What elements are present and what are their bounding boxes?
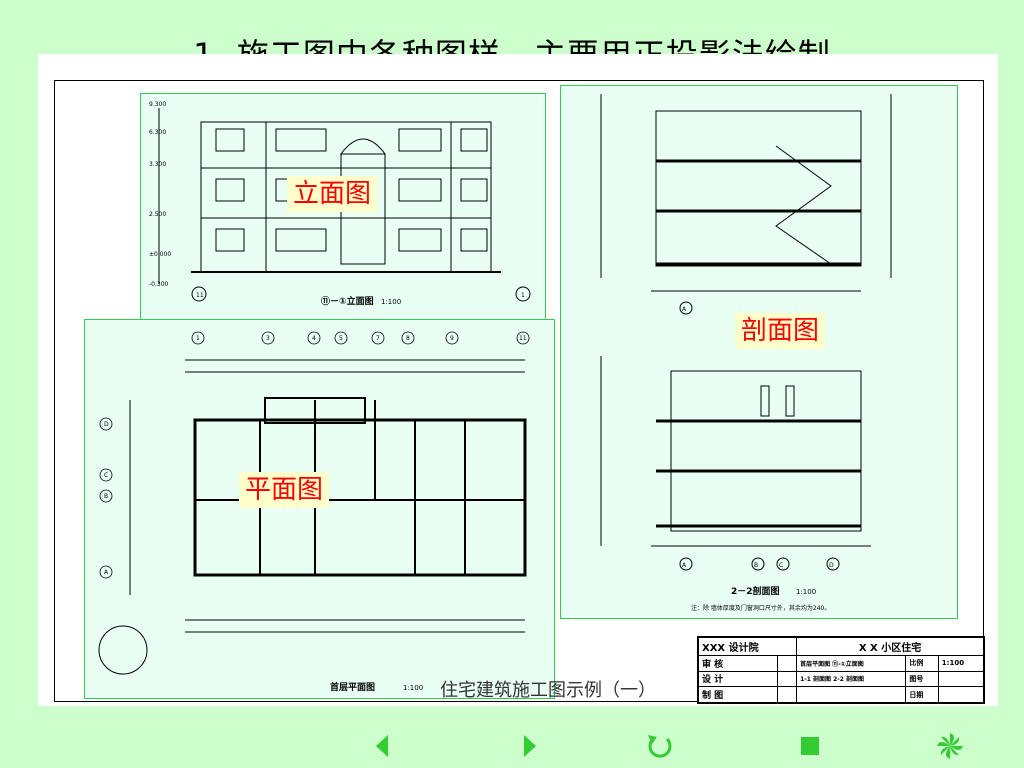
section2-axis-d: D [829, 562, 834, 569]
home-button[interactable] [930, 730, 970, 762]
section-scale: 1:100 [796, 588, 816, 596]
tb-r2-c2: 1-1 剖面图 2-2 剖面图 [796, 670, 907, 688]
previous-icon [376, 735, 388, 757]
tb-r3-c1: 制 图 [698, 686, 778, 703]
elevation-axis-right: 1 [521, 292, 525, 299]
elevation-label: 立面图 [287, 176, 378, 212]
section-label: 剖面图 [735, 313, 826, 349]
elevation-mark-2: 6.300 [149, 129, 166, 136]
tb-r3-c4 [937, 686, 985, 703]
plan-scale: 1:100 [403, 684, 423, 692]
section2-axis-c: C [779, 562, 783, 569]
elevation-mark-4: 2.500 [149, 211, 166, 218]
plan-axis-1: 1 [196, 335, 200, 342]
elevation-mark-1: 9.300 [149, 101, 166, 108]
tb-r3-c3: 日期 [905, 686, 939, 703]
plan-label: 平面图 [239, 472, 330, 508]
replay-button[interactable] [640, 730, 680, 762]
next-button[interactable] [510, 730, 550, 762]
plan-axis-8: 8 [406, 335, 410, 342]
tb-project: X X 小区住宅 [796, 637, 984, 656]
elevation-title: ⑪－①立面图 [321, 295, 374, 307]
elevation-axis-left: 11 [196, 292, 204, 299]
elevation-mark-5: ±0.000 [149, 251, 171, 258]
tb-r2-c1: 设 计 [698, 670, 778, 688]
tb-r1-c4: 1:100 [937, 654, 985, 672]
tb-r1-c2: 首层平面图 ⑪-①立面图 [796, 654, 907, 672]
plan-title: 首层平面图 [330, 681, 375, 693]
tb-r3-blank [776, 686, 798, 703]
section-title: 2－2剖面图 [731, 585, 780, 597]
stop-button[interactable] [790, 730, 830, 762]
tb-r1-c1: 审 核 [698, 654, 778, 672]
drawing-frame [54, 80, 984, 702]
plan-axis-c: C [104, 472, 108, 479]
pinwheel-icon [937, 733, 963, 759]
elevation-mark-3: 3.300 [149, 161, 166, 168]
plan-axis-b: B [104, 493, 108, 500]
plan-drawing: 1 3 4 5 7 8 9 11 D C B A 首层平面图 1:100 [84, 319, 555, 699]
slide-caption: 住宅建筑施工图示例（一） [440, 680, 656, 701]
tb-r3-c2 [796, 686, 907, 703]
replay-icon [648, 735, 672, 758]
plan-axis-9: 9 [450, 335, 454, 342]
prev-button[interactable] [362, 730, 402, 762]
plan-axis-a: A [104, 569, 109, 576]
section-drawing: A A B C D 2－2剖面图 1:100 注：除 墙体厚度及门窗洞口尺寸外，… [560, 85, 958, 619]
section2-axis-b: B [754, 562, 758, 569]
section-note: 注：除 墙体厚度及门窗洞口尺寸外，其余均为240。 [691, 604, 830, 612]
plan-axis-5: 5 [339, 335, 343, 342]
elevation-mark-6: -0.300 [149, 281, 169, 288]
plan-axis-11: 11 [519, 335, 527, 342]
plan-axis-3: 3 [266, 335, 270, 342]
tb-r1-blank [776, 654, 798, 672]
plan-axis-4: 4 [312, 335, 316, 342]
plan-axis-d: D [104, 421, 109, 428]
tb-r1-c3: 比例 [905, 654, 939, 672]
elevation-scale: 1:100 [381, 298, 401, 306]
tb-institute: XXX 设计院 [697, 637, 798, 656]
stop-icon [801, 737, 819, 755]
tb-r2-c4 [937, 670, 985, 688]
section2-axis-a: A [682, 562, 687, 569]
tb-r2-c3: 图号 [905, 670, 939, 688]
next-icon [524, 735, 536, 757]
plan-axis-7: 7 [376, 335, 380, 342]
title-block: XXX 设计院 X X 小区住宅 审 核 首层平面图 ⑪-①立面图 比例 1:1… [697, 636, 985, 704]
section-axis-a: A [682, 306, 687, 313]
tb-r2-blank [776, 670, 798, 688]
